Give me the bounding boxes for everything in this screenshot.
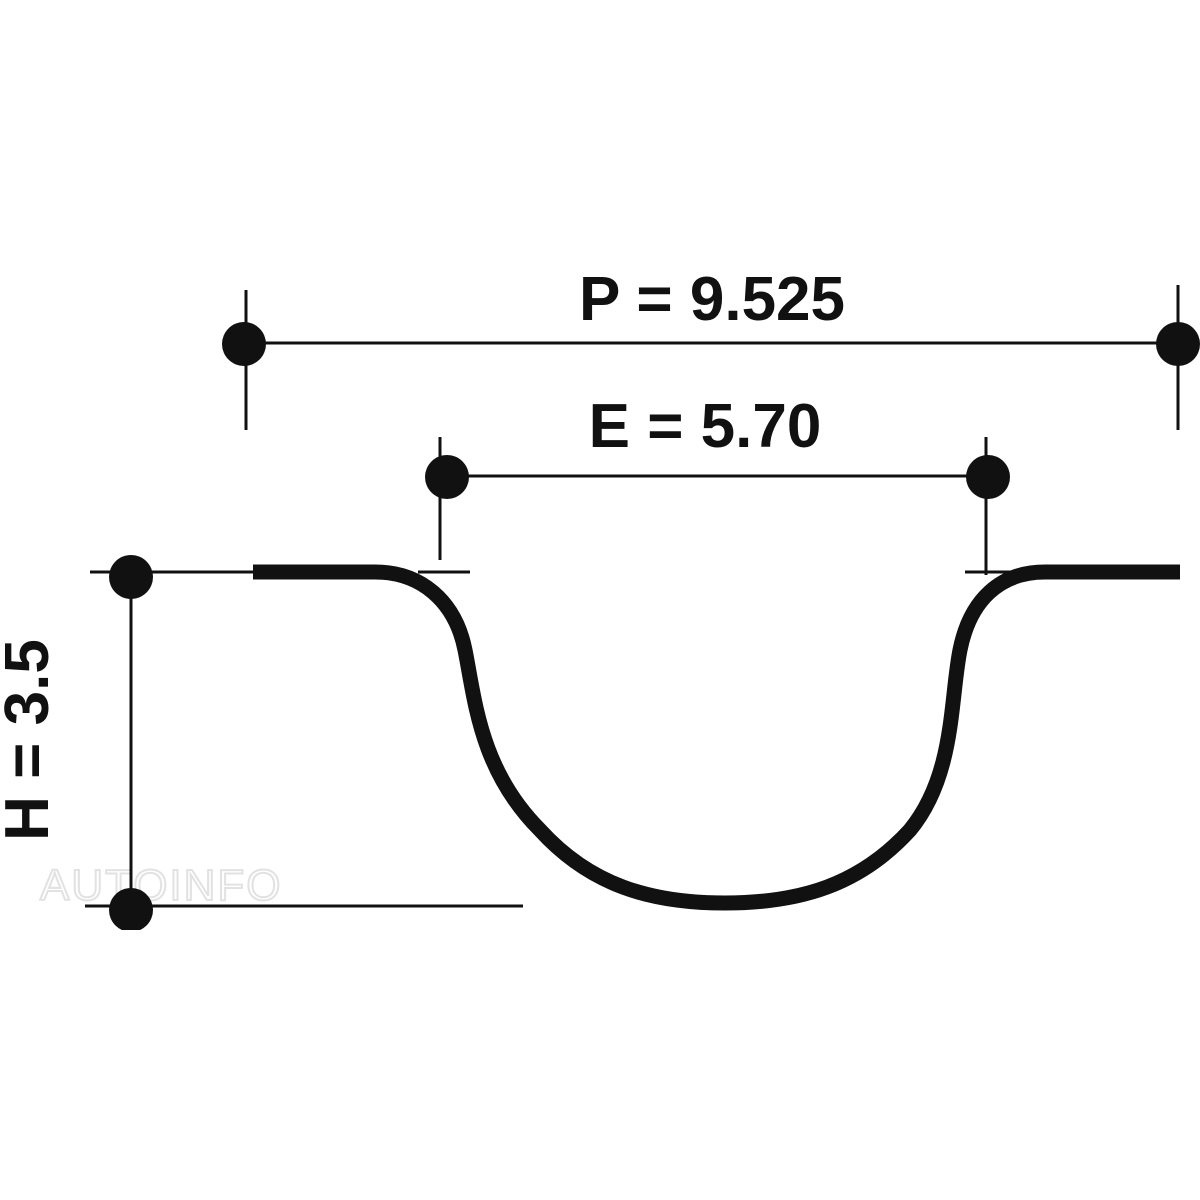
- height-top-dot: [109, 555, 153, 599]
- pitch-left-dot: [222, 322, 266, 366]
- width-left-dot: [425, 455, 469, 499]
- width-dimension: [425, 437, 1010, 575]
- svg-text:AUTOINFO: AUTOINFO: [40, 861, 283, 910]
- tooth-profile-curve: [253, 564, 1180, 911]
- width-label: E = 5.70: [589, 392, 822, 461]
- height-bottom-dot: [109, 888, 153, 930]
- height-label: H = 3.5: [0, 639, 62, 841]
- height-dimension: [109, 555, 153, 930]
- width-right-dot: [966, 455, 1010, 499]
- pitch-label: P = 9.525: [579, 265, 845, 334]
- pitch-dimension: [222, 285, 1200, 430]
- watermark-logo: AUTOINFO: [39, 860, 283, 911]
- pitch-right-dot: [1156, 322, 1200, 366]
